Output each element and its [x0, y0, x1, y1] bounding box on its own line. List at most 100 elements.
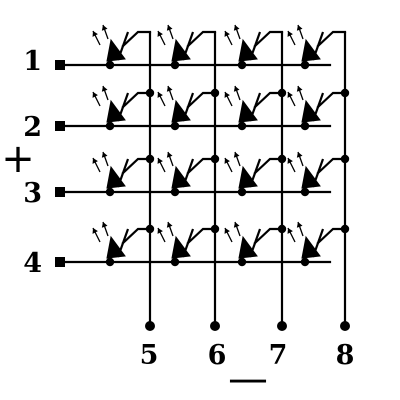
emission-arrow-head [224, 228, 230, 234]
row-junction-dot [300, 257, 310, 267]
led-4-5 [92, 221, 152, 259]
row-label-1: 1 [23, 46, 42, 77]
led-2-5 [92, 85, 152, 123]
emission-arrow-head [166, 25, 173, 31]
row-junction-dot [237, 60, 247, 70]
led-2-6 [157, 85, 217, 123]
led-3-7 [224, 151, 284, 189]
led-array [92, 24, 347, 259]
row-junction-dot [170, 257, 180, 267]
column-terminal-7 [277, 321, 287, 331]
row-junction-dot [237, 187, 247, 197]
row-label-3: 3 [23, 178, 42, 209]
emission-arrow-head [166, 86, 173, 92]
emission-arrow-head [101, 25, 108, 31]
row-junction-dot [300, 60, 310, 70]
column-junction-dot [340, 154, 350, 164]
led-lead [186, 30, 217, 48]
row-junction-dot [237, 257, 247, 267]
row-label-4: 4 [23, 248, 42, 279]
row-junction-dot [105, 60, 115, 70]
emission-arrow-head [233, 152, 240, 158]
emission-arrow-head [92, 228, 98, 234]
row-junction-dot [105, 257, 115, 267]
row-label-2: 2 [23, 112, 42, 143]
emission-arrow-head [287, 158, 293, 164]
row-terminal-2 [55, 121, 65, 131]
column-junction-dot [277, 88, 287, 98]
emission-arrow-head [224, 31, 230, 37]
led-lead [121, 30, 152, 48]
led-2-8 [287, 85, 347, 123]
row-junction-dot [105, 121, 115, 131]
led-1-8 [287, 24, 347, 62]
led-3-5 [92, 151, 152, 189]
led-1-5 [92, 24, 152, 62]
led-4-6 [157, 221, 217, 259]
row-terminal-3 [55, 187, 65, 197]
emission-arrow-head [224, 92, 230, 98]
emission-arrow-head [157, 158, 163, 164]
column-junction-dot [277, 154, 287, 164]
emission-arrow-head [101, 152, 108, 158]
column-junction-dot [210, 224, 220, 234]
column-junction-dot [145, 88, 155, 98]
emission-arrow-head [287, 228, 293, 234]
emission-arrow-head [296, 86, 303, 92]
column-junction-dot [145, 224, 155, 234]
led-4-7 [224, 221, 284, 259]
column-junction-dot [210, 88, 220, 98]
led-4-8 [287, 221, 347, 259]
emission-arrow-head [166, 222, 173, 228]
positive-sign: + [1, 136, 35, 182]
emission-arrow-head [157, 228, 163, 234]
row-junction-dot [300, 121, 310, 131]
column-label-5: 5 [140, 340, 159, 371]
row-junction-dot [170, 187, 180, 197]
emission-arrow-head [287, 92, 293, 98]
column-junction-dot [277, 224, 287, 234]
emission-arrow-head [233, 25, 240, 31]
row-terminal-4 [55, 257, 65, 267]
emission-arrow-head [296, 25, 303, 31]
row-junction-dot [105, 187, 115, 197]
emission-arrow-head [157, 31, 163, 37]
column-junction-dot [340, 88, 350, 98]
row-junction-dot [170, 121, 180, 131]
row-junction-dot [237, 121, 247, 131]
led-1-6 [157, 24, 217, 62]
emission-arrow-head [296, 152, 303, 158]
led-lead [253, 30, 284, 48]
led-1-7 [224, 24, 284, 62]
emission-arrow-head [296, 222, 303, 228]
column-label-8: 8 [336, 340, 355, 371]
emission-arrow-head [287, 31, 293, 37]
row-junction-dot [170, 60, 180, 70]
emission-arrow-head [101, 222, 108, 228]
column-terminal-5 [145, 321, 155, 331]
column-label-6: 6 [208, 340, 227, 371]
row-terminal-1 [55, 60, 65, 70]
emission-arrow-head [233, 86, 240, 92]
led-2-7 [224, 85, 284, 123]
junction-dots [55, 60, 350, 331]
emission-arrow-head [233, 222, 240, 228]
led-lead [316, 30, 347, 48]
emission-arrow-head [92, 158, 98, 164]
column-junction-dot [210, 154, 220, 164]
column-label-7: 7 [269, 340, 288, 371]
row-junction-dot [300, 187, 310, 197]
led-3-6 [157, 151, 217, 189]
matrix-wires [58, 31, 347, 328]
emission-arrow-head [92, 31, 98, 37]
column-terminal-6 [210, 321, 220, 331]
column-terminal-8 [340, 321, 350, 331]
column-junction-dot [340, 224, 350, 234]
emission-arrow-head [92, 92, 98, 98]
emission-arrow-head [166, 152, 173, 158]
emission-arrow-head [157, 92, 163, 98]
led-3-8 [287, 151, 347, 189]
column-junction-dot [145, 154, 155, 164]
emission-arrow-head [101, 86, 108, 92]
